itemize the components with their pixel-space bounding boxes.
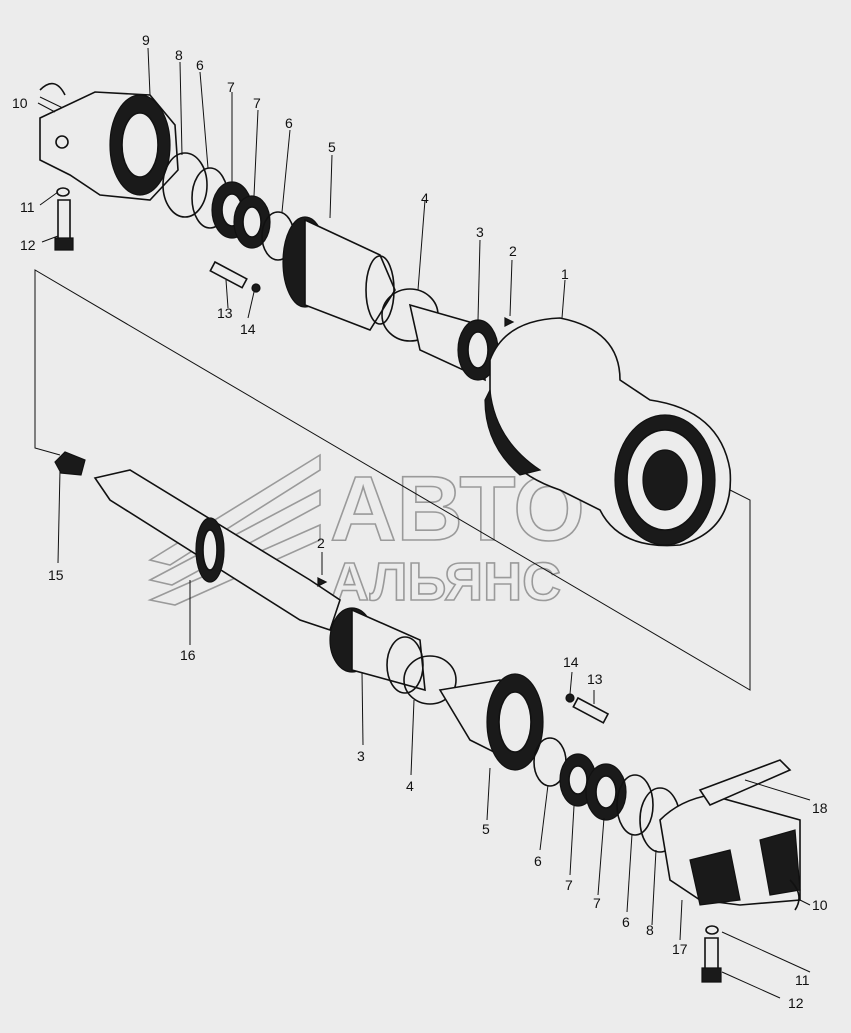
bolt-part-12b <box>704 937 719 971</box>
lower-assembly <box>54 451 801 983</box>
callout-13: 13 <box>217 305 233 321</box>
callout-14: 14 <box>240 321 256 337</box>
housing-part-5b <box>438 673 544 771</box>
callout-3: 3 <box>357 748 365 764</box>
callout-18: 18 <box>812 800 828 816</box>
callout-2: 2 <box>509 243 517 259</box>
ring-part-8 <box>162 152 208 218</box>
callout-11: 11 <box>795 972 810 988</box>
upper-assembly <box>39 82 732 547</box>
pin-part-2b <box>317 577 328 587</box>
bolt-part-13a <box>209 260 248 289</box>
callout-13: 13 <box>587 671 603 687</box>
watermark-line2: АЛЬЯНС <box>330 552 561 612</box>
callout-3: 3 <box>476 224 484 240</box>
ring-part-4b <box>403 655 457 705</box>
callout-2: 2 <box>317 535 325 551</box>
callout-11: 11 <box>20 199 35 215</box>
callout-12: 12 <box>20 237 36 253</box>
bracket-part-17 <box>659 794 801 906</box>
callout-8: 8 <box>175 47 183 63</box>
shaft-part-16 <box>93 469 341 632</box>
washer-part-11b <box>705 925 719 935</box>
leader-lines <box>37 47 811 999</box>
washer-part-14a <box>251 283 261 293</box>
callout-5: 5 <box>328 139 336 155</box>
bolt-part-12a <box>57 199 71 241</box>
watermark-wings <box>147 453 321 606</box>
callout-6: 6 <box>196 57 204 73</box>
washer-part-14b <box>565 693 575 703</box>
callout-labels: 9 8 6 7 7 6 5 4 3 2 1 10 11 12 13 14 15 … <box>12 32 828 1011</box>
pin-part-2 <box>504 317 515 327</box>
bracket-part-9 <box>39 91 179 201</box>
callout-15: 15 <box>48 567 64 583</box>
plate-part-18 <box>698 759 792 807</box>
callout-17: 17 <box>672 941 688 957</box>
callout-4: 4 <box>421 190 429 206</box>
roller-part-1 <box>484 317 732 547</box>
callout-10: 10 <box>812 897 828 913</box>
callout-14: 14 <box>563 654 579 670</box>
callout-7: 7 <box>253 95 261 111</box>
callout-5: 5 <box>482 821 490 837</box>
callout-6: 6 <box>285 115 293 131</box>
pin-part-10b <box>789 879 800 911</box>
callout-16: 16 <box>180 647 196 663</box>
callout-7: 7 <box>565 877 573 893</box>
washer-part-11a <box>56 187 70 197</box>
callout-7: 7 <box>593 895 601 911</box>
bushing-part-3b <box>329 607 426 694</box>
pin-part-10a <box>39 82 66 96</box>
callout-4: 4 <box>406 778 414 794</box>
callout-6: 6 <box>534 853 542 869</box>
ring-part-6d <box>616 774 654 836</box>
bolt-part-13b <box>572 696 610 724</box>
callout-12: 12 <box>788 995 804 1011</box>
callout-6: 6 <box>622 914 630 930</box>
callout-10: 10 <box>12 95 28 111</box>
callout-8: 8 <box>646 922 654 938</box>
callout-1: 1 <box>561 266 569 282</box>
callout-9: 9 <box>142 32 150 48</box>
housing-part-5 <box>282 216 396 331</box>
bushing-part-3 <box>408 303 499 382</box>
callout-7: 7 <box>227 79 235 95</box>
